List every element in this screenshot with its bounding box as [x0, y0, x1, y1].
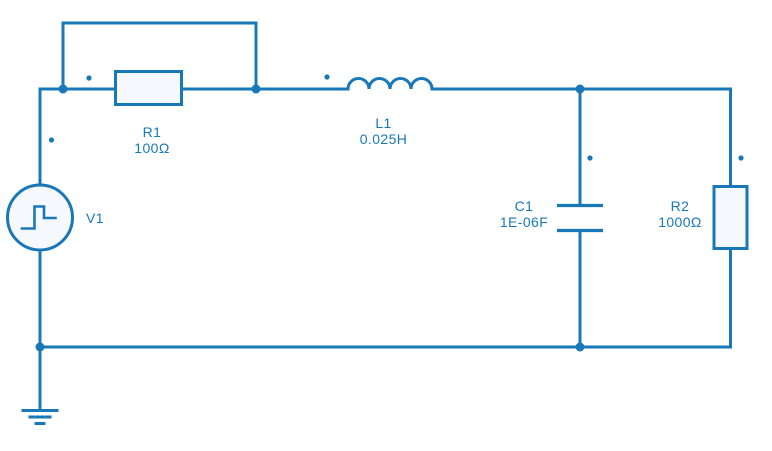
junction-dot [575, 84, 585, 94]
component-v1[interactable] [6, 183, 74, 252]
v1-designator: V1 [86, 210, 104, 226]
r1-label[interactable]: R1 100Ω [96, 124, 208, 156]
r1-body-rect [114, 70, 183, 106]
pulse-step-waveform-icon [20, 205, 57, 230]
r1-value: 100Ω [134, 140, 170, 156]
wire-bottom-rail[interactable] [38, 248, 732, 349]
junction-dot [35, 342, 45, 352]
junction-dot [575, 342, 585, 352]
v1-body-circle [6, 183, 74, 252]
component-r1[interactable] [114, 70, 183, 106]
v1-label[interactable]: V1 [86, 210, 104, 226]
r1-designator: R1 [142, 124, 162, 140]
junction-dot [251, 84, 261, 94]
component-gnd[interactable] [21, 345, 59, 425]
wire-bypass-loop[interactable] [61, 21, 258, 91]
l1-coil [346, 77, 434, 91]
pin-markers [48, 74, 744, 161]
wire-l1-to-r2[interactable] [430, 87, 732, 188]
l1-label[interactable]: L1 0.025H [327, 115, 440, 147]
pin-marker-dot[interactable] [738, 155, 744, 161]
junction-dots [35, 84, 585, 352]
pin-marker-dot[interactable] [48, 137, 55, 143]
component-c1[interactable] [557, 203, 603, 233]
wire-v1-to-r1[interactable] [38, 87, 118, 188]
r2-label[interactable]: R2 1000Ω [624, 198, 736, 230]
pin-marker-dot[interactable] [324, 74, 330, 80]
l1-value: 0.025H [359, 131, 408, 147]
junction-dot [58, 84, 68, 94]
r2-value: 1000Ω [658, 214, 702, 230]
component-r2[interactable] [712, 185, 749, 250]
ground-icon [21, 409, 59, 425]
pin-marker-dot[interactable] [587, 155, 593, 161]
c1-designator: C1 [514, 198, 534, 214]
component-l1[interactable] [346, 77, 434, 91]
r2-body-rect [712, 185, 749, 250]
r2-designator: R2 [670, 198, 690, 214]
pin-marker-dot[interactable] [86, 75, 92, 81]
l1-designator: L1 [375, 115, 392, 131]
c1-value: 1E-06F [499, 214, 549, 230]
c1-label[interactable]: C1 1E-06F [468, 198, 580, 230]
wires [38, 21, 732, 349]
